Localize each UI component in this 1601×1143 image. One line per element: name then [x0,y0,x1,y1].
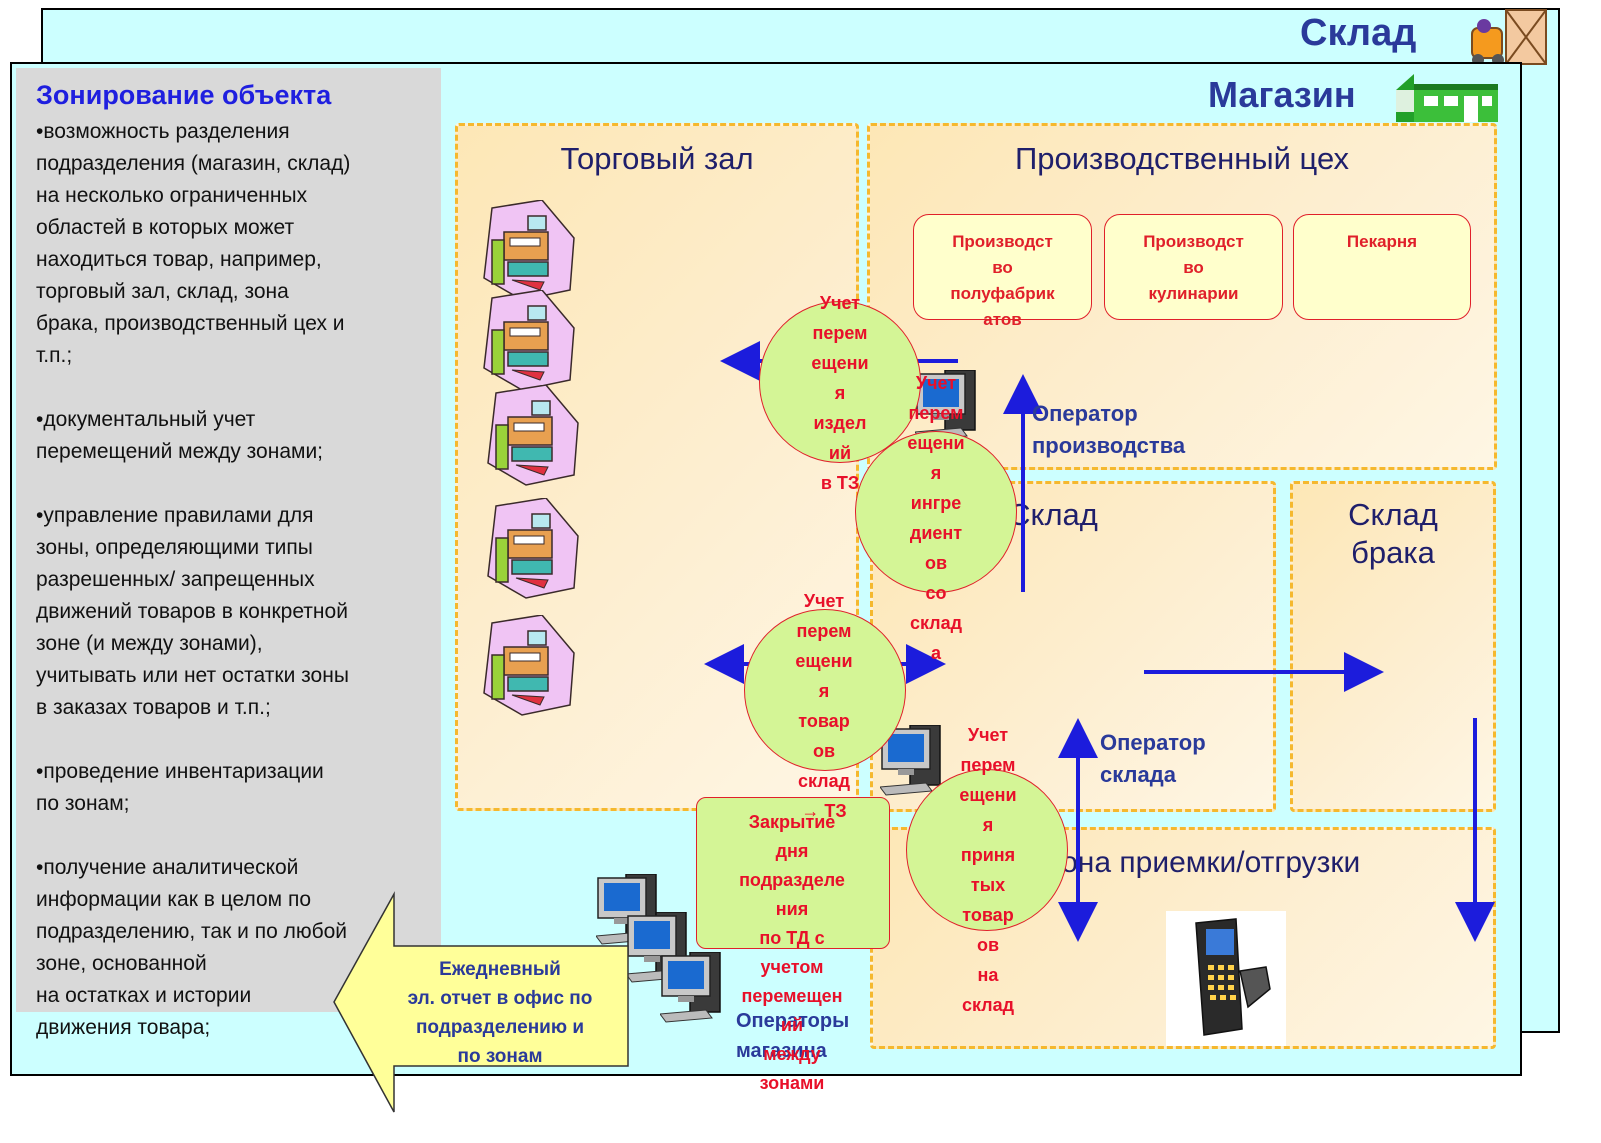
movement-circle-received [906,769,1068,931]
movement-circle-ingredients [855,431,1017,593]
zoning-description-panel: Зонирование объекта •возможность разделе… [16,68,441,1039]
production-unit-semifinished: Производст во полуфабрик атов [913,214,1092,329]
operator-warehouse-label: Оператор склада [1100,730,1206,787]
production-unit-culinary: Производст во кулинарии [1104,214,1283,320]
movement-text-products: Учет перем ещени я издел ий в ТЗ [811,293,869,493]
production-unit-bakery: Пекарня [1293,214,1471,320]
movement-circle-products [759,301,921,463]
report-arrow-shape [333,891,629,1113]
zone-defect-title: Склад брака [1348,497,1438,570]
zoning-title: Зонирование объекта [36,80,332,110]
movement-text-ingredients: Учет перем ещени я ингре диент ов со скл… [907,373,965,663]
zoning-description-text: •возможность разделения подразделения (м… [36,120,351,1039]
movement-text-goods: Учет перем ещени я товар ов склад → ТЗ [795,591,853,821]
barcode-scanner-image [1166,911,1286,1046]
report-arrow-text: Ежедневный эл. отчет в офис по подраздел… [407,959,593,1067]
zone-defect-warehouse: Склад брака [1290,481,1496,812]
store-building-icon [1396,74,1498,122]
day-closing-text: Закрытие дня подразделе ния по ТД с учет… [739,812,845,1093]
barcode-scanner-icon [1195,918,1271,1036]
day-closing-box [696,797,890,949]
store-header: Магазин [1208,74,1356,115]
forklift-icon [1471,9,1547,66]
zone-production-title: Производственный цех [1014,141,1350,176]
operator-store-label: Операторы магазина [736,1010,850,1062]
movement-text-received: Учет перем ещени я приня тых товар ов на… [959,725,1017,1015]
warehouse-header: Склад [1300,12,1417,54]
movement-circle-goods [744,609,906,771]
zone-sales-floor-title: Торговый зал [560,141,754,176]
operator-production-label: Оператор производства [1032,401,1186,458]
